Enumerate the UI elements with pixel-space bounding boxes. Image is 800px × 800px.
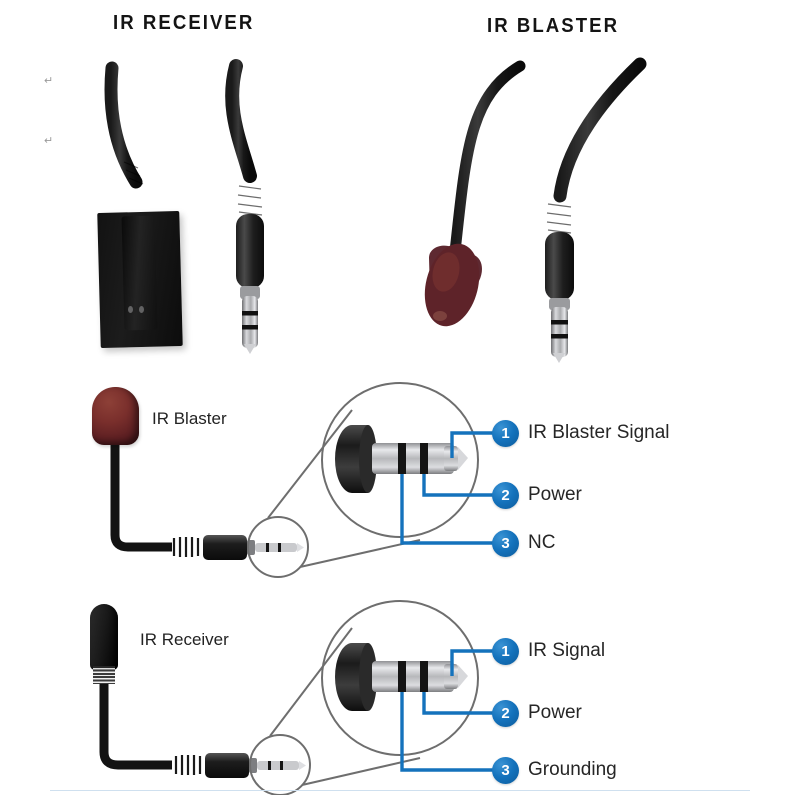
receiver-diagram-art: [99, 600, 498, 796]
receiver-pin-badge-2: 2: [492, 700, 519, 727]
receiver-head-neck: [93, 666, 115, 684]
blaster-pin-label-3: NC: [528, 532, 556, 553]
receiver-pinout-diagram: IR Receiver: [0, 590, 800, 796]
blaster-pin-label-2: Power: [528, 484, 582, 505]
blaster-device-label: IR Blaster: [152, 409, 227, 428]
receiver-device-label: IR Receiver: [140, 630, 229, 649]
margin-mark-1: ↵: [44, 75, 54, 87]
blaster-pin-badge-1: 1: [492, 420, 519, 447]
receiver-pin-label-1: IR Signal: [528, 640, 606, 661]
photo-title-receiver: IR RECEIVER: [113, 12, 255, 34]
blaster-bulb-illustration: [92, 387, 139, 445]
blaster-pinout-diagram: IR Blaster: [0, 375, 800, 590]
receiver-led-right: [139, 306, 144, 313]
margin-mark-2: ↵: [44, 135, 54, 147]
blaster-pin-badge-2: 2: [492, 482, 519, 509]
receiver-pin-label-3: Grounding: [528, 759, 617, 780]
receiver-pin-badge-1: 1: [492, 638, 519, 665]
receiver-pin-badge-3: 3: [492, 757, 519, 784]
photo-title-blaster: IR BLASTER: [487, 15, 620, 37]
blaster-diagram-art: [110, 382, 498, 578]
receiver-pin-label-2: Power: [528, 702, 582, 723]
receiver-photo-art: [104, 57, 647, 363]
blaster-pin-badge-3: 3: [492, 530, 519, 557]
receiver-head-illustration: [90, 604, 118, 670]
bottom-rule: [50, 790, 750, 791]
receiver-led-left: [128, 306, 133, 313]
blaster-pin-label-1: IR Blaster Signal: [528, 422, 670, 443]
product-photo-band: IR RECEIVER IR BLASTER ↵ ↵: [0, 0, 800, 375]
receiver-module-strip: [121, 215, 158, 331]
